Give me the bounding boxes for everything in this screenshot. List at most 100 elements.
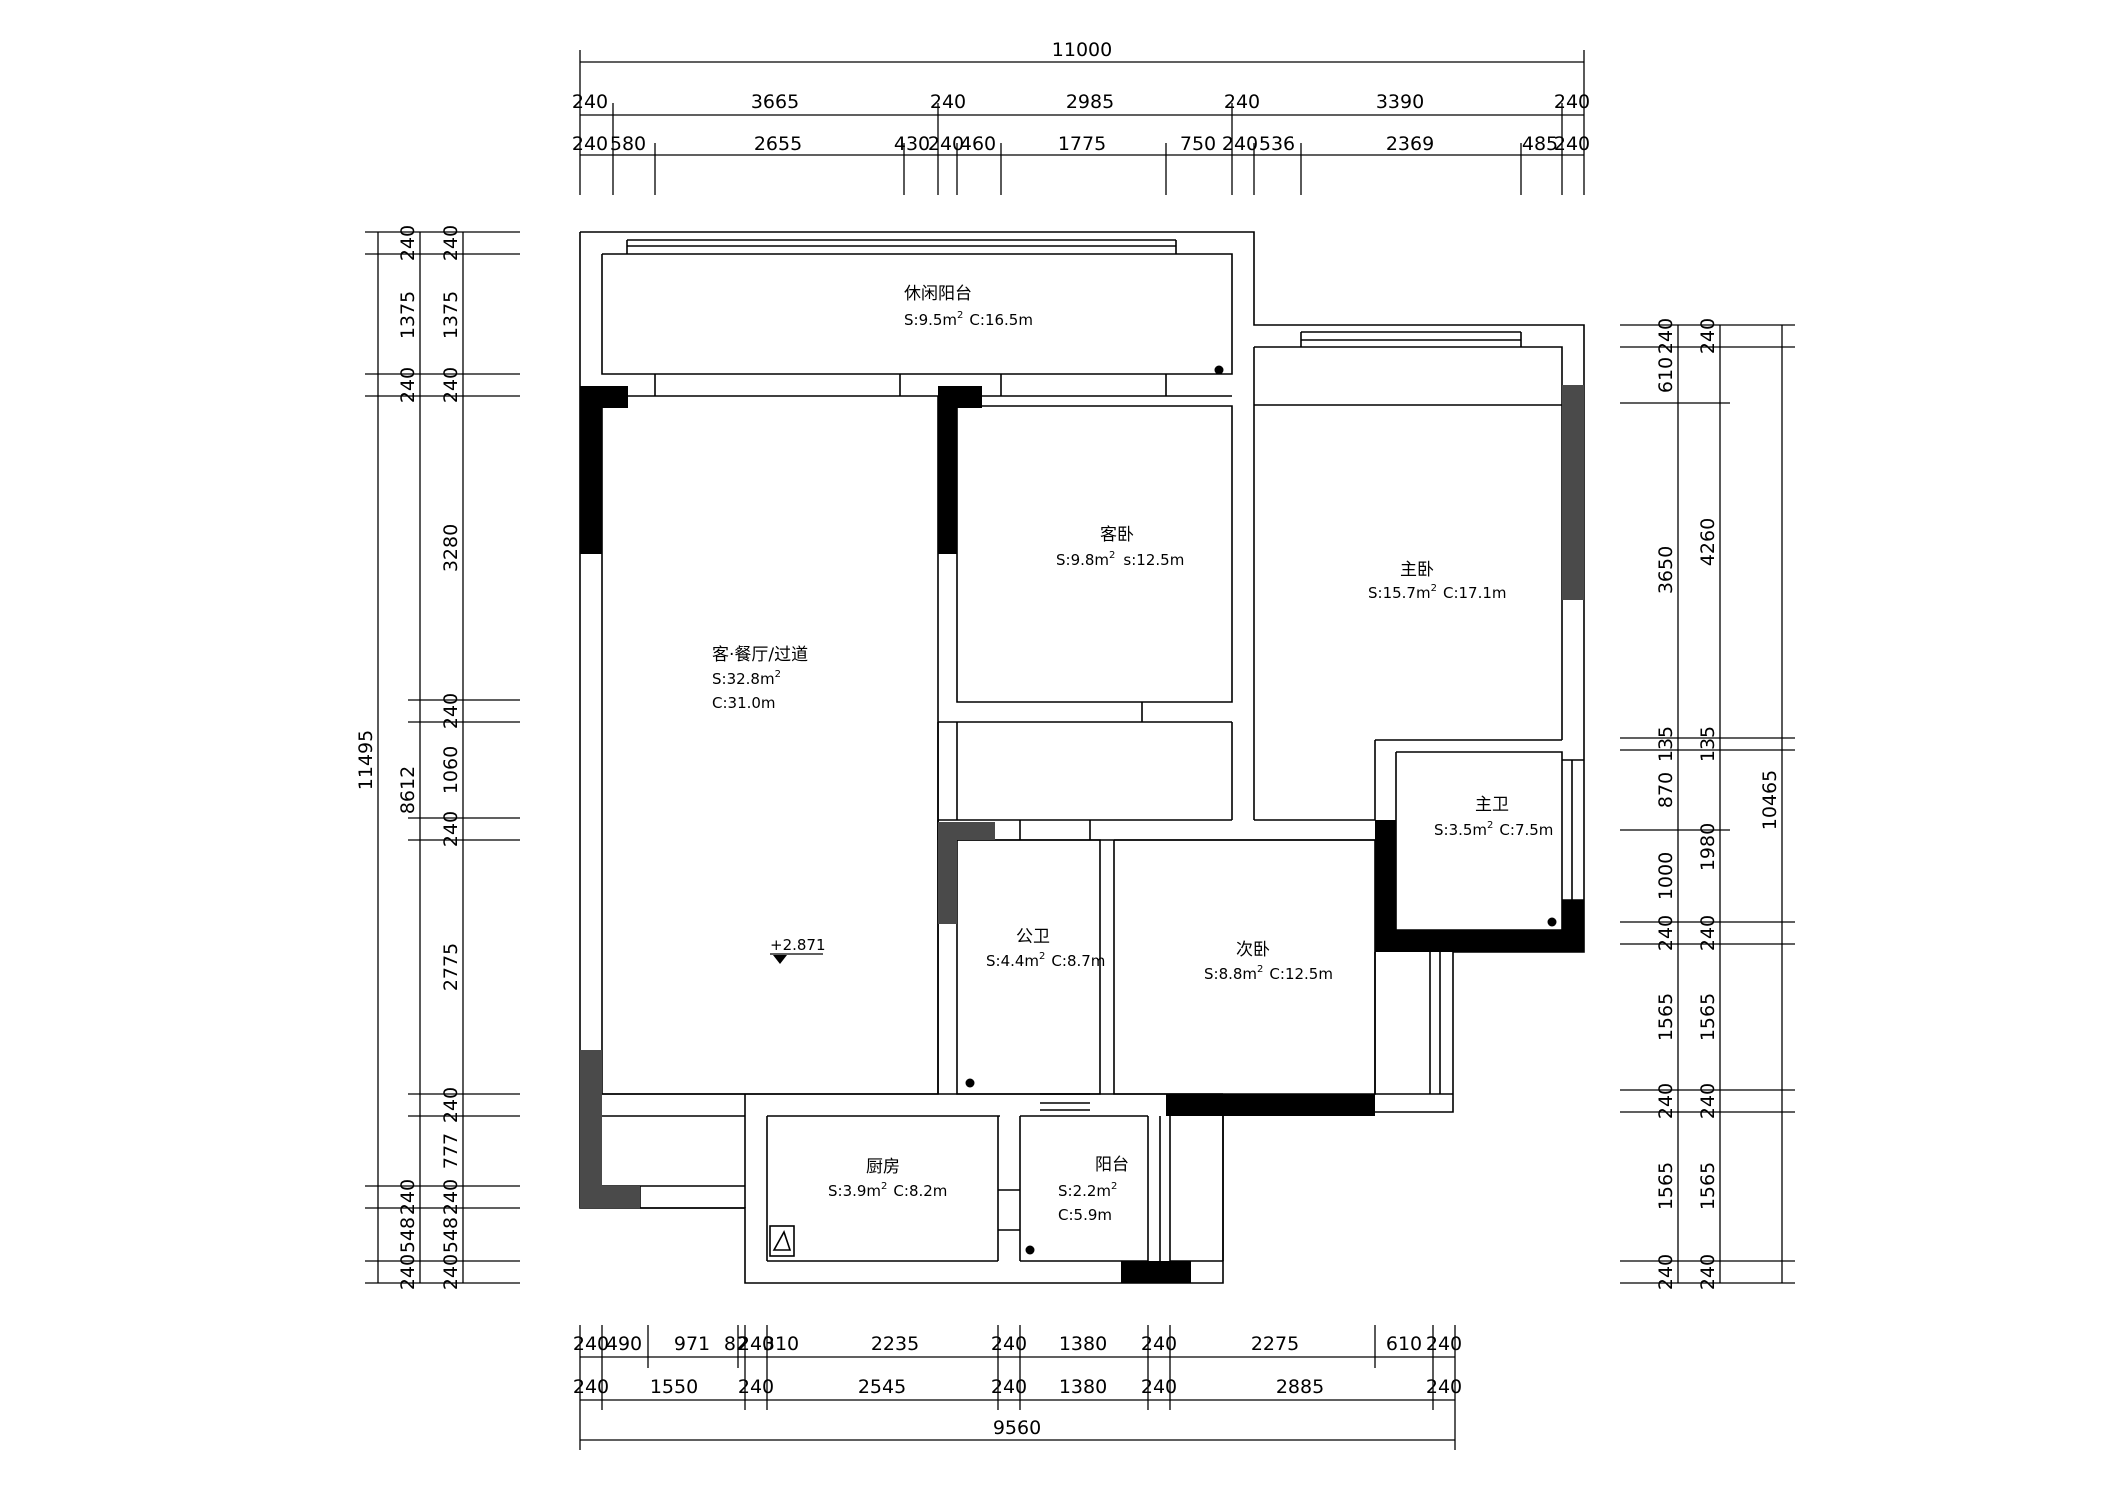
svg-text:次卧: 次卧 (1236, 940, 1270, 960)
svg-text:240: 240 (573, 1333, 609, 1355)
svg-text:548: 548 (397, 1217, 419, 1253)
svg-text:2369: 2369 (1386, 133, 1434, 155)
svg-text:1380: 1380 (1059, 1376, 1107, 1398)
dimension-ticks (365, 50, 1795, 1450)
svg-text:1980: 1980 (1697, 823, 1719, 871)
svg-text:240: 240 (1655, 318, 1677, 354)
room-balcony: 阳台 S:2.2m2 C:5.9m (1058, 1155, 1129, 1224)
svg-text:240: 240 (738, 1333, 774, 1355)
svg-text:240: 240 (1554, 91, 1590, 113)
svg-text:3650: 3650 (1655, 546, 1677, 594)
dimension-lines (377, 61, 1783, 1441)
svg-text:3280: 3280 (440, 524, 462, 572)
svg-text:3665: 3665 (751, 91, 799, 113)
svg-text:阳台: 阳台 (1095, 1155, 1129, 1175)
svg-text:240: 240 (1141, 1333, 1177, 1355)
svg-text:240: 240 (397, 225, 419, 261)
svg-text:240: 240 (397, 1179, 419, 1215)
svg-text:240: 240 (738, 1376, 774, 1398)
svg-text:240: 240 (1426, 1376, 1462, 1398)
structural-columns (580, 385, 1584, 1283)
svg-text:240: 240 (573, 1376, 609, 1398)
svg-text:240: 240 (928, 133, 964, 155)
svg-text:240: 240 (1222, 133, 1258, 155)
svg-text:240: 240 (1426, 1333, 1462, 1355)
dim-right-total: 10465 (1759, 770, 1781, 830)
svg-text:2985: 2985 (1066, 91, 1114, 113)
dim-top-row2: 240 580 2655 430 240 460 1775 750 240 53… (572, 133, 1590, 155)
svg-text:750: 750 (1180, 133, 1216, 155)
svg-text:S:32.8m2: S:32.8m2 (712, 669, 781, 688)
svg-text:870: 870 (1655, 772, 1677, 808)
svg-text:82: 82 (724, 1333, 748, 1355)
svg-text:610: 610 (1655, 357, 1677, 393)
dim-bottom-row2: 240 1550 240 2545 240 1380 240 2885 240 (573, 1376, 1462, 1398)
svg-text:厨房: 厨房 (866, 1157, 900, 1177)
svg-text:460: 460 (960, 133, 996, 155)
svg-text:客·餐厅/过道: 客·餐厅/过道 (712, 645, 808, 665)
svg-text:1565: 1565 (1697, 1162, 1719, 1210)
svg-text:310: 310 (763, 1333, 799, 1355)
svg-text:610: 610 (1386, 1333, 1422, 1355)
svg-text:777: 777 (440, 1133, 462, 1169)
svg-text:548: 548 (440, 1217, 462, 1253)
dim-top-total: 11000 (1052, 39, 1112, 61)
room-living-dining: 客·餐厅/过道 S:32.8m2 C:31.0m (712, 645, 808, 712)
svg-text:240: 240 (991, 1376, 1027, 1398)
svg-text:971: 971 (674, 1333, 710, 1355)
svg-text:580: 580 (610, 133, 646, 155)
svg-text:240: 240 (1697, 1254, 1719, 1290)
svg-text:1775: 1775 (1058, 133, 1106, 155)
svg-text:240: 240 (440, 693, 462, 729)
svg-text:240: 240 (930, 91, 966, 113)
svg-text:1380: 1380 (1059, 1333, 1107, 1355)
svg-text:1550: 1550 (650, 1376, 698, 1398)
svg-text:1565: 1565 (1655, 1162, 1677, 1210)
svg-text:C:5.9m: C:5.9m (1058, 1206, 1112, 1224)
svg-text:2545: 2545 (858, 1376, 906, 1398)
svg-text:240: 240 (440, 1087, 462, 1123)
svg-text:1000: 1000 (1655, 852, 1677, 900)
svg-text:240: 240 (991, 1333, 1027, 1355)
svg-text:1060: 1060 (440, 746, 462, 794)
svg-text:240: 240 (440, 1179, 462, 1215)
svg-text:+2.871: +2.871 (770, 936, 826, 954)
svg-text:240: 240 (440, 811, 462, 847)
svg-text:1375: 1375 (440, 291, 462, 339)
dim-bottom-total: 9560 (993, 1417, 1041, 1439)
svg-text:1375: 1375 (397, 291, 419, 339)
svg-text:4260: 4260 (1697, 518, 1719, 566)
svg-text:S:2.2m2: S:2.2m2 (1058, 1181, 1117, 1200)
svg-text:C:31.0m: C:31.0m (712, 694, 776, 712)
svg-text:536: 536 (1259, 133, 1295, 155)
svg-text:240: 240 (397, 367, 419, 403)
svg-text:135: 135 (1697, 726, 1719, 762)
svg-text:240: 240 (397, 1254, 419, 1290)
svg-text:240: 240 (1224, 91, 1260, 113)
svg-text:240: 240 (440, 225, 462, 261)
svg-text:240: 240 (440, 1254, 462, 1290)
dim-left-total: 11495 (355, 730, 377, 790)
dim-left-sub: 8612 (397, 766, 419, 814)
svg-text:主卧: 主卧 (1400, 560, 1434, 580)
svg-text:240: 240 (572, 133, 608, 155)
svg-text:240: 240 (1655, 915, 1677, 951)
svg-text:240: 240 (1655, 1083, 1677, 1119)
svg-text:客卧: 客卧 (1100, 525, 1134, 545)
floor-drains (965, 365, 1557, 1255)
svg-text:2655: 2655 (754, 133, 802, 155)
dim-top-row1: 240 3665 240 2985 240 3390 240 (572, 91, 1590, 113)
svg-text:主卫: 主卫 (1475, 795, 1509, 815)
svg-text:240: 240 (1554, 133, 1590, 155)
